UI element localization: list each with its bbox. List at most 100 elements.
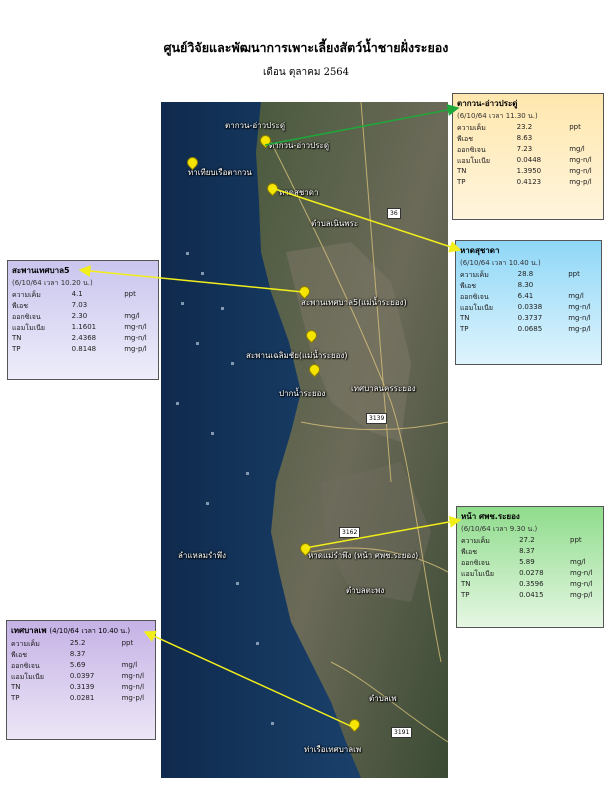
table-row: แอมโมเนีย 0.0338 mg-n/l bbox=[460, 303, 597, 314]
param-unit: mg/l bbox=[569, 145, 585, 153]
param-name: ออกซิเจน bbox=[461, 559, 490, 567]
param-value: 0.0281 bbox=[69, 694, 95, 702]
satellite-map-image bbox=[161, 102, 448, 778]
param-name: แอมโมเนีย bbox=[12, 324, 45, 332]
road-shield: 36 bbox=[387, 208, 401, 219]
param-value: 0.0397 bbox=[69, 672, 95, 680]
map-label: ท่าเรือเทศบาลเพ bbox=[304, 745, 362, 754]
map-label: ตำบลตะพง bbox=[346, 586, 385, 595]
station-datetime: (6/10/64 เวลา 10.20 น.) bbox=[12, 279, 93, 287]
param-value: 1.3950 bbox=[516, 167, 542, 175]
param-unit: mg-p/l bbox=[121, 694, 145, 702]
station-marker[interactable] bbox=[187, 157, 197, 169]
param-value: 7.23 bbox=[516, 145, 533, 153]
param-name: ความเค็ม bbox=[12, 291, 41, 299]
param-name: แอมโมเนีย bbox=[460, 304, 493, 312]
param-unit: mg-n/l bbox=[568, 314, 591, 322]
station-name: สะพานเทศบาล5 bbox=[12, 266, 70, 275]
param-unit: mg-n/l bbox=[568, 303, 591, 311]
param-unit: mg-p/l bbox=[124, 345, 147, 353]
param-value: 8.37 bbox=[519, 547, 535, 555]
map-label: ลำแหลมรำพึง bbox=[178, 551, 226, 560]
param-name: TN bbox=[11, 683, 21, 691]
map-label: ตำบลเนินพระ bbox=[311, 219, 359, 228]
param-unit: ppt bbox=[569, 123, 581, 131]
param-unit bbox=[570, 547, 599, 558]
param-value: 0.0338 bbox=[517, 303, 543, 311]
param-value: 8.63 bbox=[516, 134, 533, 142]
param-name: พีเอช bbox=[457, 135, 473, 143]
station-marker[interactable] bbox=[300, 543, 310, 555]
param-unit: mg-n/l bbox=[570, 569, 593, 577]
station-marker[interactable] bbox=[306, 330, 316, 342]
table-row: ออกซิเจน 7.23 mg/l bbox=[457, 145, 599, 156]
map-label: ท่าเทียบเรือตากวน bbox=[188, 168, 252, 177]
param-name: TP bbox=[11, 694, 20, 702]
param-value: 0.0415 bbox=[519, 591, 544, 599]
param-value: 8.37 bbox=[69, 650, 86, 658]
map-label: สะพานเทศบาล5(แม่น้ำระยอง) bbox=[301, 298, 407, 307]
param-name: พีเอช bbox=[12, 302, 28, 310]
param-name: TP bbox=[461, 591, 470, 599]
table-row: ความเค็ม 25.2 ppt bbox=[11, 639, 151, 650]
station-name: เทศบาลเพ bbox=[11, 626, 47, 635]
param-unit bbox=[124, 301, 154, 312]
map-label: หาดสุชาดา bbox=[279, 188, 319, 197]
param-unit: mg-p/l bbox=[569, 178, 592, 186]
param-name: แอมโมเนีย bbox=[11, 673, 44, 681]
param-unit: mg-p/l bbox=[568, 325, 591, 333]
param-unit: ppt bbox=[124, 290, 136, 298]
param-unit: mg-n/l bbox=[124, 334, 147, 342]
road-shield: 3139 bbox=[366, 413, 388, 424]
param-name: ออกซิเจน bbox=[11, 662, 40, 670]
map-label: ปากน้ำระยอง bbox=[279, 389, 326, 398]
param-value: 7.03 bbox=[71, 301, 88, 309]
param-unit: ppt bbox=[121, 639, 134, 647]
param-value: 0.8148 bbox=[71, 345, 97, 353]
station-datetime: (6/10/64 เวลา 11.30 น.) bbox=[457, 112, 538, 120]
param-name: ออกซิเจน bbox=[457, 146, 486, 154]
param-name: TN bbox=[460, 314, 470, 322]
param-value: 28.8 bbox=[517, 270, 534, 278]
param-unit: ppt bbox=[568, 270, 580, 278]
station-marker[interactable] bbox=[299, 286, 309, 298]
param-value: 0.0448 bbox=[516, 156, 542, 164]
road-shield: 3162 bbox=[339, 527, 361, 538]
param-name: ออกซิเจน bbox=[460, 293, 489, 301]
param-name: แอมโมเนีย bbox=[457, 157, 490, 165]
param-value: 6.41 bbox=[517, 292, 534, 300]
satellite-map[interactable]: ตากวน-อ่าวประดู่ ตากวน-อ่าวประดู่ ท่าเที… bbox=[161, 102, 448, 778]
param-name: TP bbox=[457, 178, 466, 186]
station-marker[interactable] bbox=[349, 719, 359, 731]
param-unit: mg-n/l bbox=[121, 672, 145, 680]
param-name: ออกซิเจน bbox=[12, 313, 41, 321]
param-value: 0.0685 bbox=[517, 325, 543, 333]
station-marker[interactable] bbox=[267, 183, 277, 195]
map-label: ตำบลเพ bbox=[369, 694, 397, 703]
param-name: TP bbox=[12, 345, 21, 353]
station-name: หาดสุชาดา bbox=[460, 246, 500, 255]
station-box-suchada: หาดสุชาดา (6/10/64 เวลา 10.40 น.) ความเค… bbox=[455, 240, 602, 365]
station-marker[interactable] bbox=[260, 135, 270, 147]
map-label: สะพานเฉลิมชัย(แม่น้ำระยอง) bbox=[246, 351, 348, 360]
station-marker[interactable] bbox=[309, 364, 319, 376]
param-name: TN bbox=[461, 580, 471, 588]
param-value: 25.2 bbox=[69, 639, 86, 647]
param-name: ความเค็ม bbox=[11, 640, 40, 648]
